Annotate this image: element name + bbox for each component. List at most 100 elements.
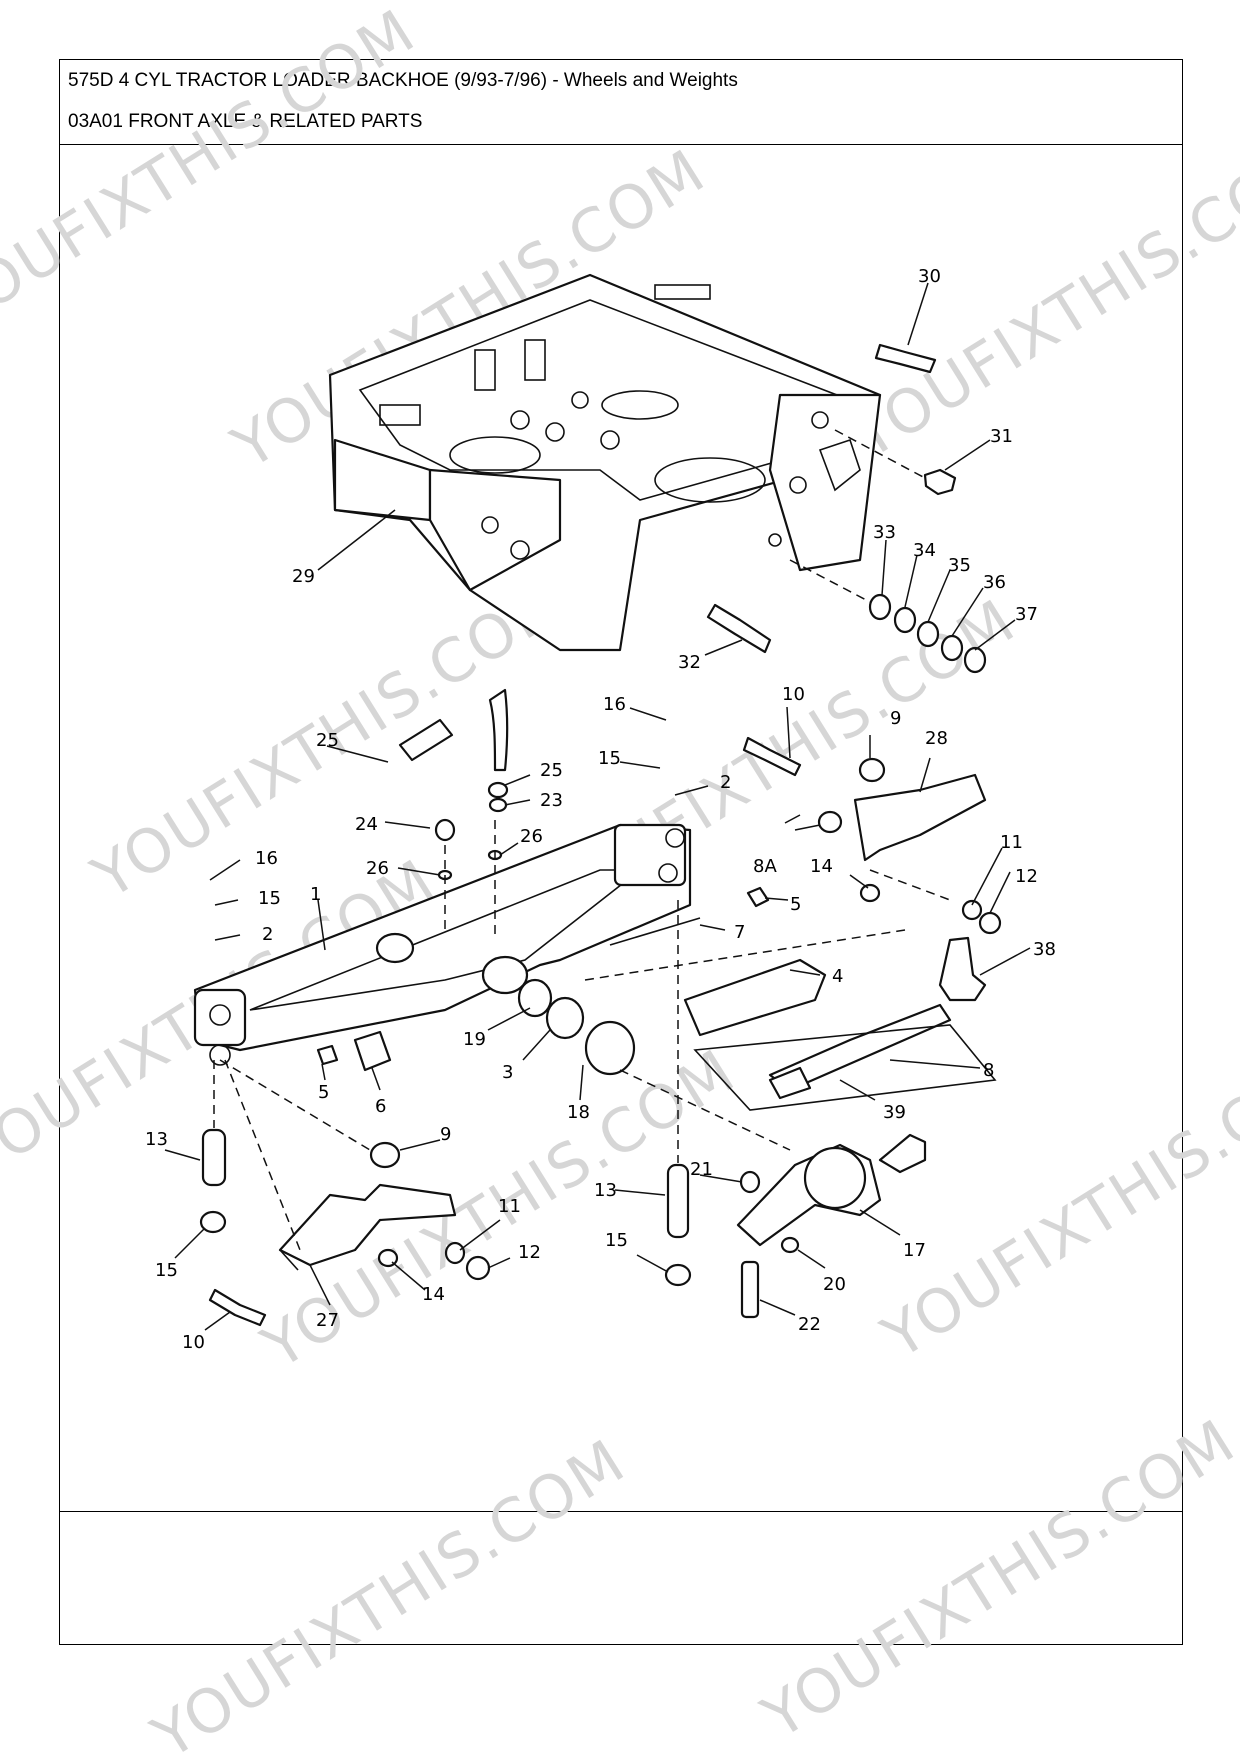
callout-14: 14: [422, 1284, 445, 1305]
plate-6: [353, 1030, 392, 1072]
bolt-10b: [208, 1288, 267, 1327]
callout-33: 33: [873, 522, 896, 543]
callout-11: 11: [1000, 832, 1023, 853]
callout-31: 31: [990, 426, 1013, 447]
callout-30: 30: [918, 266, 941, 287]
axle-support-frame: [328, 273, 882, 652]
callout-19: 19: [463, 1029, 486, 1050]
callout-16: 16: [255, 848, 278, 869]
callout-34: 34: [913, 540, 936, 561]
cylinder-4: [683, 958, 827, 1037]
adjuster-39: [768, 1066, 812, 1100]
callout-13: 13: [145, 1129, 168, 1150]
callout-15: 15: [155, 1260, 178, 1281]
callout-3: 3: [502, 1062, 513, 1083]
callout-9: 9: [890, 708, 901, 729]
bolt-30: [874, 343, 937, 374]
callout-35: 35: [948, 555, 971, 576]
watermark-text: YOUFIXTHIS.COM: [0, 0, 428, 343]
support-hardware: [706, 343, 987, 674]
callout-9: 9: [440, 1124, 451, 1145]
callout-10: 10: [182, 1332, 205, 1353]
watermark-text: YOUFIXTHIS.COM: [140, 1426, 638, 1755]
callout-28: 28: [925, 728, 948, 749]
footer-divider: [60, 1511, 1182, 1512]
nut-15d: [664, 1263, 692, 1287]
bushing-3: [545, 996, 585, 1040]
washer-11a: [961, 899, 983, 921]
callout-25: 25: [316, 730, 339, 751]
steering-arm: [619, 900, 927, 1319]
tie-rod-end-38: [938, 936, 987, 1002]
parts-sheet: 575D 4 CYL TRACTOR LOADER BACKHOE (9/93-…: [59, 59, 1183, 1645]
bolt-32: [706, 603, 772, 654]
pivot-parts: [316, 886, 906, 1076]
callout-1: 1: [310, 884, 321, 905]
callout-38: 38: [1033, 939, 1056, 960]
knuckle-28: [853, 773, 987, 862]
hose-end-25: [398, 718, 454, 762]
front-axle-beam: [193, 823, 692, 1066]
callout-32: 32: [678, 652, 701, 673]
callout-11: 11: [498, 1196, 521, 1217]
nut-5a: [746, 886, 770, 908]
nut-12b: [465, 1255, 491, 1281]
bushing-9b: [369, 1141, 401, 1169]
callout-8: 8: [983, 1060, 994, 1081]
callout-6: 6: [375, 1096, 386, 1117]
nut-31: [923, 468, 957, 496]
callout-29: 29: [292, 566, 315, 587]
pin-13a: [201, 1128, 227, 1187]
callout-2: 2: [262, 924, 273, 945]
left-spindle: [199, 1059, 491, 1327]
callout-25: 25: [540, 760, 563, 781]
fitting-20: [780, 1236, 800, 1254]
watermark-text: YOUFIXTHIS.COM: [840, 126, 1240, 473]
callout-8A: 8A: [753, 856, 777, 877]
watermark-text: YOUFIXTHIS.COM: [750, 1406, 1240, 1753]
callout-15: 15: [258, 888, 281, 909]
callout-12: 12: [1015, 866, 1038, 887]
callout-leaders: [164, 282, 1031, 1331]
callout-17: 17: [903, 1240, 926, 1261]
hose: [488, 688, 509, 772]
callout-4: 4: [832, 966, 843, 987]
bushing-9a: [858, 757, 886, 783]
callout-36: 36: [983, 572, 1006, 593]
bolt-22: [740, 1260, 760, 1319]
callout-39: 39: [883, 1102, 906, 1123]
bolt-10a: [742, 736, 802, 777]
callout-26: 26: [520, 826, 543, 847]
callout-10: 10: [782, 684, 805, 705]
pin-18: [584, 1020, 636, 1076]
callout-16: 16: [603, 694, 626, 715]
callout-14: 14: [810, 856, 833, 877]
callout-26: 26: [366, 858, 389, 879]
callout-22: 22: [798, 1314, 821, 1335]
bushing-21: [739, 1170, 761, 1194]
callout-12: 12: [518, 1242, 541, 1263]
callout-labels: 30 31 29 32 33 34 35 36 37 16 10 9 28 25…: [145, 266, 1056, 1353]
nut-5b: [316, 1044, 339, 1066]
header-divider: [60, 144, 1182, 145]
callout-7: 7: [734, 922, 745, 943]
callout-15: 15: [605, 1230, 628, 1251]
callout-37: 37: [1015, 604, 1038, 625]
callout-21: 21: [690, 1159, 713, 1180]
stud-7: [609, 917, 701, 946]
callout-13: 13: [594, 1180, 617, 1201]
page-title: 575D 4 CYL TRACTOR LOADER BACKHOE (9/93-…: [68, 70, 738, 91]
callout-5: 5: [790, 894, 801, 915]
section-title: 03A01 FRONT AXLE & RELATED PARTS: [68, 111, 423, 132]
callout-2: 2: [720, 772, 731, 793]
callout-24: 24: [355, 814, 378, 835]
callout-5: 5: [318, 1082, 329, 1103]
watermark-text: YOUFIXTHIS.COM: [870, 1026, 1240, 1373]
washer-14a: [859, 883, 881, 903]
elbow-24: [434, 818, 456, 842]
callout-18: 18: [567, 1102, 590, 1123]
fittings: [398, 688, 509, 935]
nut-15c: [199, 1210, 227, 1234]
pin-13b: [666, 1163, 690, 1239]
